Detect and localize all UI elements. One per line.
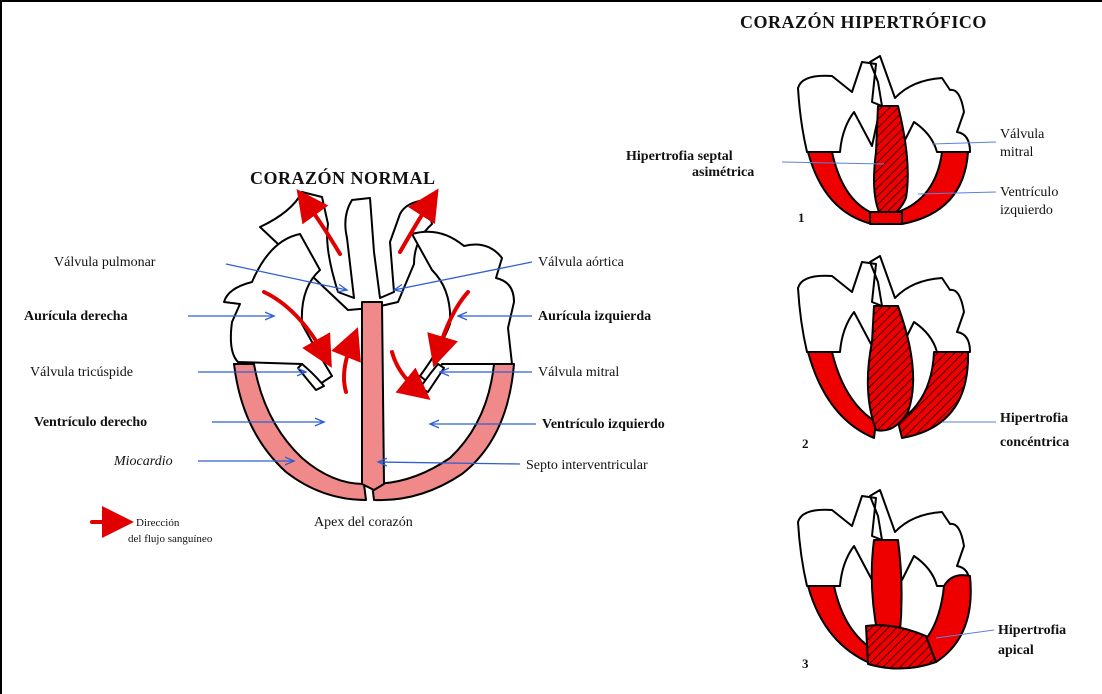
panel3-number: 3	[802, 656, 809, 671]
label-apical-1: Hipertrofia	[998, 623, 1066, 638]
label-aortic-valve: Válvula aórtica	[538, 255, 625, 270]
label-right-ventricle: Ventrículo derecho	[34, 415, 147, 430]
panel1-septum	[874, 106, 908, 218]
panel2-right-wall	[808, 352, 876, 438]
panel3-apex	[866, 625, 936, 668]
label-p1-mitral-2: mitral	[1000, 145, 1034, 160]
panel3-septum	[872, 540, 902, 636]
panel2-number: 2	[802, 436, 809, 451]
legend-line-2: del flujo sanguíneo	[128, 533, 213, 545]
left-atrium-shape	[412, 232, 514, 384]
hypertrophic-heart-title: CORAZÓN HIPERTRÓFICO	[740, 11, 987, 32]
label-pulmonary-valve: Válvula pulmonar	[54, 255, 156, 270]
left-ventricle-wall	[372, 364, 514, 500]
label-apical-2: apical	[998, 643, 1034, 658]
label-left-atrium: Aurícula izquierda	[538, 309, 651, 324]
label-asymmetric-septal-2: asimétrica	[692, 165, 754, 180]
normal-heart-title: CORAZÓN NORMAL	[250, 167, 436, 188]
label-left-ventricle: Ventrículo izquierdo	[542, 417, 665, 432]
hypertrophy-panel-1: 1	[798, 56, 970, 225]
label-mitral-valve: Válvula mitral	[538, 365, 619, 380]
panel1-left-wall	[898, 152, 968, 224]
label-apex: Apex del corazón	[314, 515, 413, 530]
label-p1-ventricle-1: Ventrículo	[1000, 185, 1058, 200]
hypertrophy-panel-3: 3	[798, 490, 971, 671]
panel1-number: 1	[798, 210, 805, 225]
label-p1-ventricle-2: izquierdo	[1000, 203, 1053, 218]
legend-line-1: Dirección	[136, 517, 180, 529]
label-tricuspid-valve: Válvula tricúspide	[30, 365, 133, 380]
normal-heart-illustration	[224, 192, 514, 500]
panel3-right-wall	[808, 586, 874, 664]
panel1-apex	[870, 212, 902, 224]
label-myocardium: Miocardio	[113, 454, 173, 469]
flow-legend: Dirección del flujo sanguíneo	[92, 517, 213, 545]
label-right-atrium: Aurícula derecha	[24, 309, 128, 324]
label-asymmetric-septal-1: Hipertrofia septal	[626, 149, 733, 164]
label-concentric-2: concéntrica	[1000, 435, 1069, 450]
label-concentric-1: Hipertrofia	[1000, 411, 1068, 426]
label-p1-mitral-1: Válvula	[1000, 127, 1045, 142]
label-septum: Septo interventricular	[526, 458, 648, 473]
